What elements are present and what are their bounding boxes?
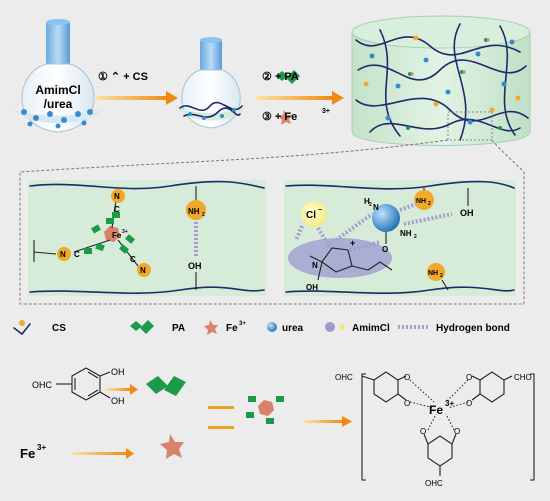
c-label-3: C (130, 255, 136, 264)
fe-legend-icon (204, 320, 218, 335)
arrow-step-1 (96, 96, 168, 100)
fe-star-bottom (160, 434, 184, 459)
pa-block-bottom (146, 376, 186, 396)
urea-legend-icon (267, 322, 277, 332)
oh-label-left: OH (188, 261, 202, 271)
legend-cs: CS (52, 323, 66, 334)
n-label-1: N (60, 250, 66, 259)
svg-text:O: O (404, 399, 410, 408)
svg-text:O: O (466, 399, 472, 408)
legend-fe: Fe (226, 323, 238, 334)
amimcl-legend-icon (325, 322, 345, 332)
fe-star-top (278, 110, 292, 125)
legend (13, 320, 428, 336)
h2n-sub: 2 (369, 202, 372, 208)
svg-text:O: O (420, 427, 426, 436)
svg-text:O: O (454, 427, 460, 436)
nh2-bead-label: NH (416, 198, 426, 205)
cs-legend-icon (13, 323, 31, 336)
oh-right: OH (460, 208, 474, 218)
arrow-step-2 (256, 96, 334, 100)
pa-fe-complex-icon (246, 396, 284, 424)
o-label-urea: O (382, 245, 388, 254)
fe-ion-sup: 3+ (37, 443, 46, 452)
fe-ion-label: Fe (20, 446, 35, 461)
complex-cho-right: CHO (514, 373, 532, 382)
nh2-bead-sub: 2 (428, 201, 431, 207)
detail-left-panel (28, 180, 266, 296)
complex-fe-sup: 3+ (445, 399, 454, 408)
protocatechualdehyde-structure (56, 367, 111, 401)
cl-label: Cl (306, 210, 316, 221)
oh-lower-label: OH (111, 396, 125, 406)
c-label-1: C (74, 250, 80, 259)
legend-amimcl: AmimCl (352, 323, 390, 334)
step-1-label: ① ⌃ + CS (98, 71, 148, 83)
svg-text:O: O (466, 373, 472, 382)
hydrogel-cylinder (351, 15, 531, 146)
complex-fe: Fe (429, 403, 443, 417)
detail-right-panel (284, 180, 516, 296)
oxygen-labels: O O O O O O (404, 373, 472, 436)
oh-left-right: OH (306, 283, 318, 292)
svg-text:O: O (404, 373, 410, 382)
oh-upper-label: OH (111, 367, 125, 377)
legend-hbond: Hydrogen bond (436, 323, 510, 334)
zoom-outline (19, 139, 525, 305)
pa-icon-top (276, 70, 300, 84)
step-2-label: ② + PA (262, 71, 299, 83)
nh2-label-left: NH (188, 207, 200, 216)
fe-complex-structure (361, 371, 535, 481)
c-label-2: C (114, 205, 120, 214)
step-3-label: ③ + Fe (262, 111, 297, 123)
flask-cs-mixture (176, 37, 246, 129)
aldehyde-left-label: OHC (32, 380, 53, 390)
n-plus: + (350, 238, 355, 248)
h2n-label: H (364, 197, 370, 206)
fe-sup-left: 3+ (122, 229, 128, 235)
flask-label-1: AmimCl (35, 83, 80, 97)
h2n-n: N (373, 203, 379, 212)
flask-amimcl-urea (14, 19, 102, 133)
n-label-2: N (114, 192, 120, 201)
flask-label-2: /urea (44, 97, 73, 111)
n-label-3: N (140, 266, 146, 275)
complex-cho-left: OHC (335, 373, 353, 382)
legend-fe-sup: 3+ (239, 321, 246, 327)
nh2-label-urea: NH (400, 229, 412, 238)
fe-label-left: Fe (112, 231, 122, 240)
cl-sup: − (318, 207, 322, 214)
nh2-sub-left: 2 (202, 212, 205, 218)
step-3-sup: 3+ (322, 108, 330, 115)
n-label-right: N (312, 261, 318, 270)
legend-urea: urea (282, 323, 304, 334)
legend-pa: PA (172, 323, 185, 334)
complex-cho-bottom: OHC (425, 479, 443, 488)
nh2-sub-urea: 2 (414, 234, 417, 240)
pa-legend-icon (130, 320, 154, 334)
nh2-bottom-label: NH (428, 270, 438, 277)
nh2-bottom-sub: 2 (440, 273, 443, 279)
